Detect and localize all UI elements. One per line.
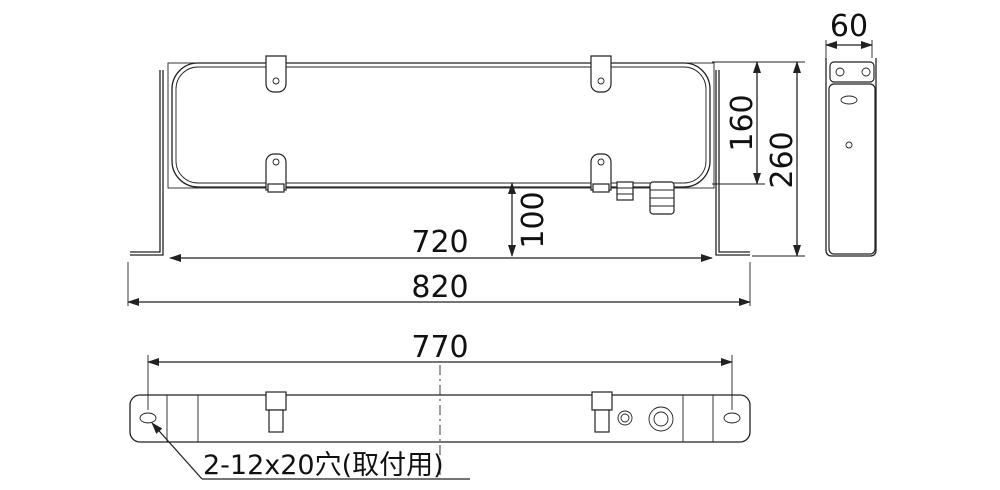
dim-160-label: 160 [725, 94, 760, 151]
housing-outer [171, 62, 711, 188]
dim-720-label: 720 [411, 225, 468, 260]
latch-left [265, 391, 287, 433]
right-bracket [715, 70, 750, 256]
bracket-plate [167, 62, 715, 189]
clip-bottom-right [590, 153, 612, 193]
dim-260-label: 260 [765, 131, 800, 188]
latch-right [591, 391, 613, 433]
cable-gland-small [616, 181, 634, 201]
dim-820-label: 820 [411, 270, 468, 305]
bottom-view: 770 2-12x20穴(取付用) [129, 330, 751, 481]
housing-inner [175, 66, 707, 184]
dim-100-label: 100 [516, 191, 551, 248]
dim-770-label: 770 [411, 330, 468, 365]
clip-bottom-left [265, 153, 287, 193]
mount-hole-left [139, 412, 157, 424]
side-view: 60 [825, 9, 877, 257]
mount-hole-right [723, 412, 741, 424]
left-bracket [130, 70, 164, 256]
dim-60-label: 60 [830, 9, 868, 44]
front-view: 720 820 100 160 260 [127, 55, 805, 306]
clip-top-left [265, 55, 287, 93]
clip-top-right [590, 55, 612, 93]
mounting-hole-note: 2-12x20穴(取付用) [203, 450, 444, 481]
cable-gland-large [649, 181, 675, 215]
leader-line [151, 422, 203, 480]
